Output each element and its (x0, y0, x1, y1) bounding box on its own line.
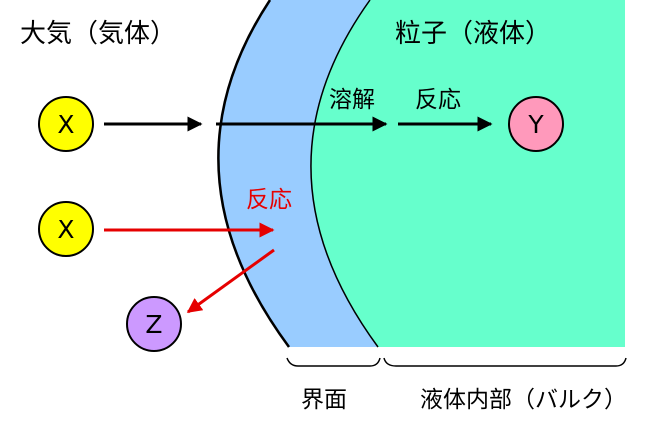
molecule-y (508, 96, 564, 152)
interface-label: 界面 (301, 387, 347, 413)
particle-liquid-label: 粒子（液体） (395, 19, 551, 49)
particle-surface-line (217, 0, 291, 348)
molecule-z (126, 296, 182, 352)
arrow-product-release (186, 248, 275, 314)
bulk-reaction-label: 反応 (415, 87, 461, 113)
molecule-x-bottom (38, 201, 94, 257)
bulk-liquid-label: 液体内部（バルク） (420, 387, 627, 413)
molecule-z-label: Z (145, 310, 162, 339)
molecule-x-bottom-label: X (57, 215, 74, 244)
interface-reaction-label: 反応 (246, 187, 292, 213)
dissolution-label: 溶解 (329, 87, 375, 113)
bulk-liquid-region (310, 0, 625, 347)
molecule-y-label: Y (527, 110, 544, 139)
gas-phase-label: 大気（気体） (20, 19, 176, 49)
interface-bulk-boundary-line (310, 0, 379, 348)
molecule-x-top-label: X (57, 110, 74, 139)
molecule-x-top (38, 96, 94, 152)
bulk-bracket (383, 357, 627, 367)
interface-bracket (286, 357, 381, 367)
